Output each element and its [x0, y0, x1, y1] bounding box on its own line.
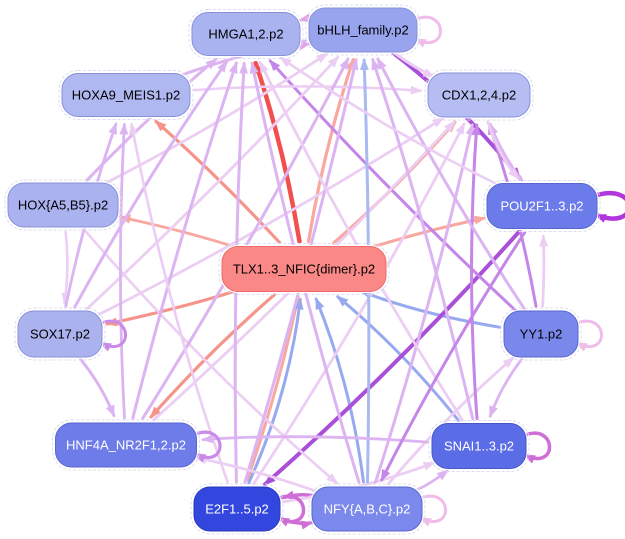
node-box-hoxa9 — [61, 73, 191, 117]
node-nfy[interactable]: NFY{A,B,C}.p2 — [308, 483, 426, 535]
node-label-nfy: NFY{A,B,C}.p2 — [324, 502, 411, 517]
node-outline-bhlh — [305, 4, 421, 56]
edge-tlx-hmga — [253, 60, 302, 244]
edge-bhlh-cdx — [392, 51, 436, 78]
node-label-e2f: E2F1..5.p2 — [205, 502, 269, 517]
node-box-nfy — [311, 486, 423, 532]
edge-tlx-pou — [363, 215, 487, 251]
edge-snai-hmga — [258, 60, 464, 422]
node-box-cdx — [427, 72, 531, 118]
node-outline-cdx — [424, 69, 534, 121]
edge-nfy-cdx — [374, 122, 475, 484]
edge-hoxa9-cdx — [192, 85, 423, 95]
self-loop-hnf4a — [191, 430, 222, 463]
node-outline-hoxa9 — [58, 70, 194, 120]
node-box-yy1 — [503, 310, 579, 358]
edge-pou-cdx — [488, 122, 524, 182]
edge-yy1-snai — [488, 357, 524, 419]
edge-hnf4a-hmga — [131, 61, 238, 420]
node-outline-nfy — [308, 483, 426, 535]
node-box-tlx — [221, 246, 387, 292]
node-outline-hox — [4, 179, 122, 231]
node-box-hox — [7, 182, 119, 228]
edge-sox17-hmga — [73, 60, 229, 309]
node-label-hoxa9: HOXA9_MEIS1.p2 — [72, 88, 180, 103]
edge-cdx-pou — [486, 120, 520, 180]
edge-tlx-bhlh — [306, 57, 355, 244]
node-box-pou — [486, 183, 598, 229]
edge-snai-tlx — [336, 295, 461, 423]
node-bhlh[interactable]: bHLH_family.p2 — [305, 4, 421, 56]
node-outline-snai — [428, 420, 530, 472]
edge-hnf4a-hoxa9 — [119, 122, 129, 420]
self-loop-yy1 — [573, 319, 603, 352]
node-snai[interactable]: SNAI1..3.p2 — [428, 420, 530, 472]
node-tlx[interactable]: TLX1..3_NFIC{dimer}.p2 — [218, 243, 390, 295]
node-label-hox: HOX{A5,B5}.p2 — [18, 198, 108, 213]
self-loops-layer — [97, 15, 625, 527]
edge-pou-e2f — [263, 229, 522, 487]
edge-tlx-sox17 — [105, 287, 245, 327]
nodes-layer: TLX1..3_NFIC{dimer}.p2 HMGA1,2.p2 bHLH_fam… — [4, 4, 601, 535]
node-box-snai — [431, 423, 527, 469]
edge-yy1-pou — [539, 234, 549, 308]
self-loop-snai — [521, 431, 552, 464]
edge-hox-sox17 — [61, 230, 71, 306]
node-label-pou: POU2F1..3.p2 — [500, 199, 583, 214]
node-hmga[interactable]: HMGA1,2.p2 — [188, 9, 304, 59]
node-label-hmga: HMGA1,2.p2 — [208, 27, 283, 42]
edge-tlx-hnf4a — [149, 293, 276, 419]
node-box-e2f — [193, 486, 281, 532]
node-label-yy1: YY1.p2 — [520, 327, 563, 342]
edge-pou-nfy — [380, 230, 527, 482]
node-yy1[interactable]: YY1.p2 — [500, 307, 582, 361]
edge-sox17-cdx — [94, 116, 445, 318]
node-label-snai: SNAI1..3.p2 — [444, 439, 514, 454]
node-box-hmga — [191, 12, 301, 56]
node-sox17[interactable]: SOX17.p2 — [14, 307, 106, 361]
edge-yy1-bhlh — [376, 57, 526, 310]
self-loop-bhlh — [412, 15, 442, 48]
node-box-hnf4a — [55, 422, 197, 468]
node-box-bhlh — [308, 7, 418, 53]
node-cdx[interactable]: CDX1,2,4.p2 — [424, 69, 534, 121]
self-loop-e2f — [275, 494, 306, 527]
node-hoxa9[interactable]: HOXA9_MEIS1.p2 — [58, 70, 194, 120]
self-loop-pou — [591, 191, 625, 223]
node-hnf4a[interactable]: HNF4A_NR2F1,2.p2 — [52, 419, 200, 471]
edge-nfy-yy1 — [387, 356, 515, 486]
edge-nfy-tlx — [314, 297, 365, 484]
node-hox[interactable]: HOX{A5,B5}.p2 — [4, 179, 122, 231]
node-label-hnf4a: HNF4A_NR2F1,2.p2 — [66, 438, 186, 453]
edge-hnf4a-bhlh — [141, 57, 350, 421]
edges-layer — [61, 13, 549, 530]
node-label-cdx: CDX1,2,4.p2 — [442, 88, 516, 103]
node-label-tlx: TLX1..3_NFIC{dimer}.p2 — [233, 262, 375, 277]
node-outline-tlx — [218, 243, 390, 295]
node-box-sox17 — [17, 310, 103, 358]
edge-hox-nfy — [83, 228, 339, 485]
edge-pou-hmga — [279, 56, 503, 188]
edge-snai-cdx — [470, 123, 481, 420]
edge-snai-bhlh — [371, 57, 475, 421]
edge-nfy-hnf4a — [194, 455, 321, 494]
node-outline-e2f — [190, 483, 284, 535]
edge-e2f-tlx — [247, 297, 304, 485]
node-pou[interactable]: POU2F1..3.p2 — [483, 180, 601, 232]
node-outline-yy1 — [500, 307, 582, 361]
edge-sox17-hnf4a — [79, 357, 116, 418]
edge-snai-hnf4a — [201, 434, 429, 444]
node-e2f[interactable]: E2F1..5.p2 — [190, 483, 284, 535]
self-loop-nfy — [417, 494, 447, 527]
node-outline-hmga — [188, 9, 304, 59]
node-label-sox17: SOX17.p2 — [30, 327, 90, 342]
node-label-bhlh: bHLH_family.p2 — [317, 23, 409, 38]
node-outline-sox17 — [14, 307, 106, 361]
edge-tlx-e2f — [245, 294, 300, 482]
self-loop-sox17 — [97, 319, 127, 352]
